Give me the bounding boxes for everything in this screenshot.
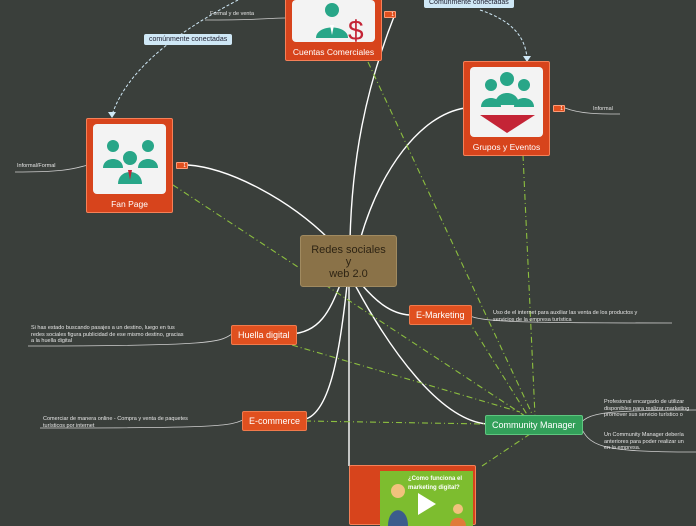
topic-community-manager[interactable]: Community Manager: [485, 415, 583, 435]
note-huella: Si has estado buscando pasajes a un dest…: [31, 325, 184, 345]
topic-label: Fan Page: [111, 199, 148, 209]
topic-huella-digital[interactable]: Huella digital: [231, 325, 297, 345]
topic-label: Cuentas Comerciales: [292, 47, 375, 57]
topic-e-commerce[interactable]: E-commerce: [242, 411, 308, 431]
note-community-1: Profesional encargado de utilizar dispon…: [604, 399, 690, 419]
svg-text:$: $: [348, 15, 364, 42]
note-formal-venta: Formal y de venta: [210, 11, 255, 17]
connector-community: [354, 284, 488, 425]
topic-fan-page[interactable]: Fan Page: [86, 118, 173, 213]
topic-video[interactable]: ¿Como funciona el marketing digital?: [349, 465, 476, 526]
business-people-dollar-icon: $: [292, 0, 375, 42]
relationship-label-top[interactable]: Comunmente conectadas: [424, 0, 514, 8]
central-title-line1: Redes sociales: [311, 244, 386, 256]
note-informal: Informal: [593, 106, 613, 112]
central-title-line3: web 2.0: [329, 268, 368, 280]
topic-grupos-eventos[interactable]: Grupos y Eventos: [463, 61, 550, 156]
note-badge[interactable]: 1: [553, 105, 565, 112]
relationship-lines: [172, 61, 536, 467]
relationship-label-left[interactable]: comúnmente conectadas: [144, 34, 233, 45]
note-badge[interactable]: 1: [176, 162, 188, 169]
video-thumbnail[interactable]: ¿Como funciona el marketing digital?: [380, 471, 473, 526]
central-topic[interactable]: Redes sociales y web 2.0: [300, 235, 397, 287]
note-ecommerce: Comerciar de manera online - Compra y ve…: [43, 416, 188, 429]
connector-grupos: [359, 107, 466, 241]
note-leaders: [14, 17, 696, 453]
arrowhead-fanpage: [108, 112, 116, 118]
connector-fanpage: [187, 164, 331, 241]
connector-huella: [289, 284, 341, 335]
arrowhead-grupos: [523, 56, 531, 62]
connectors: [187, 13, 488, 466]
topic-label: Grupos y Eventos: [472, 142, 541, 152]
video-title-line2: marketing digital?: [408, 485, 460, 491]
topic-e-marketing[interactable]: E-Marketing: [409, 305, 472, 325]
note-badge[interactable]: 1: [384, 11, 396, 18]
connector-cuentas: [349, 13, 396, 241]
comunmente-arrows: [111, 0, 528, 116]
group-people-arrow-icon: [470, 67, 543, 137]
note-informal-formal: Informal/Formal: [17, 163, 56, 169]
central-title-line2: y: [345, 256, 352, 268]
video-title-line1: ¿Como funciona el: [408, 476, 462, 482]
group-people-icon: [93, 124, 166, 194]
connector-emarketing: [361, 284, 411, 316]
connector-ecommerce: [299, 284, 348, 421]
note-community-2: Un Community Manager debería anteriores …: [604, 432, 684, 452]
video-play-icon: [388, 484, 466, 526]
topic-cuentas-comerciales[interactable]: $ Cuentas Comerciales: [285, 0, 382, 61]
note-emarketing: Uso de el internet para auxiliar las ven…: [493, 310, 638, 323]
